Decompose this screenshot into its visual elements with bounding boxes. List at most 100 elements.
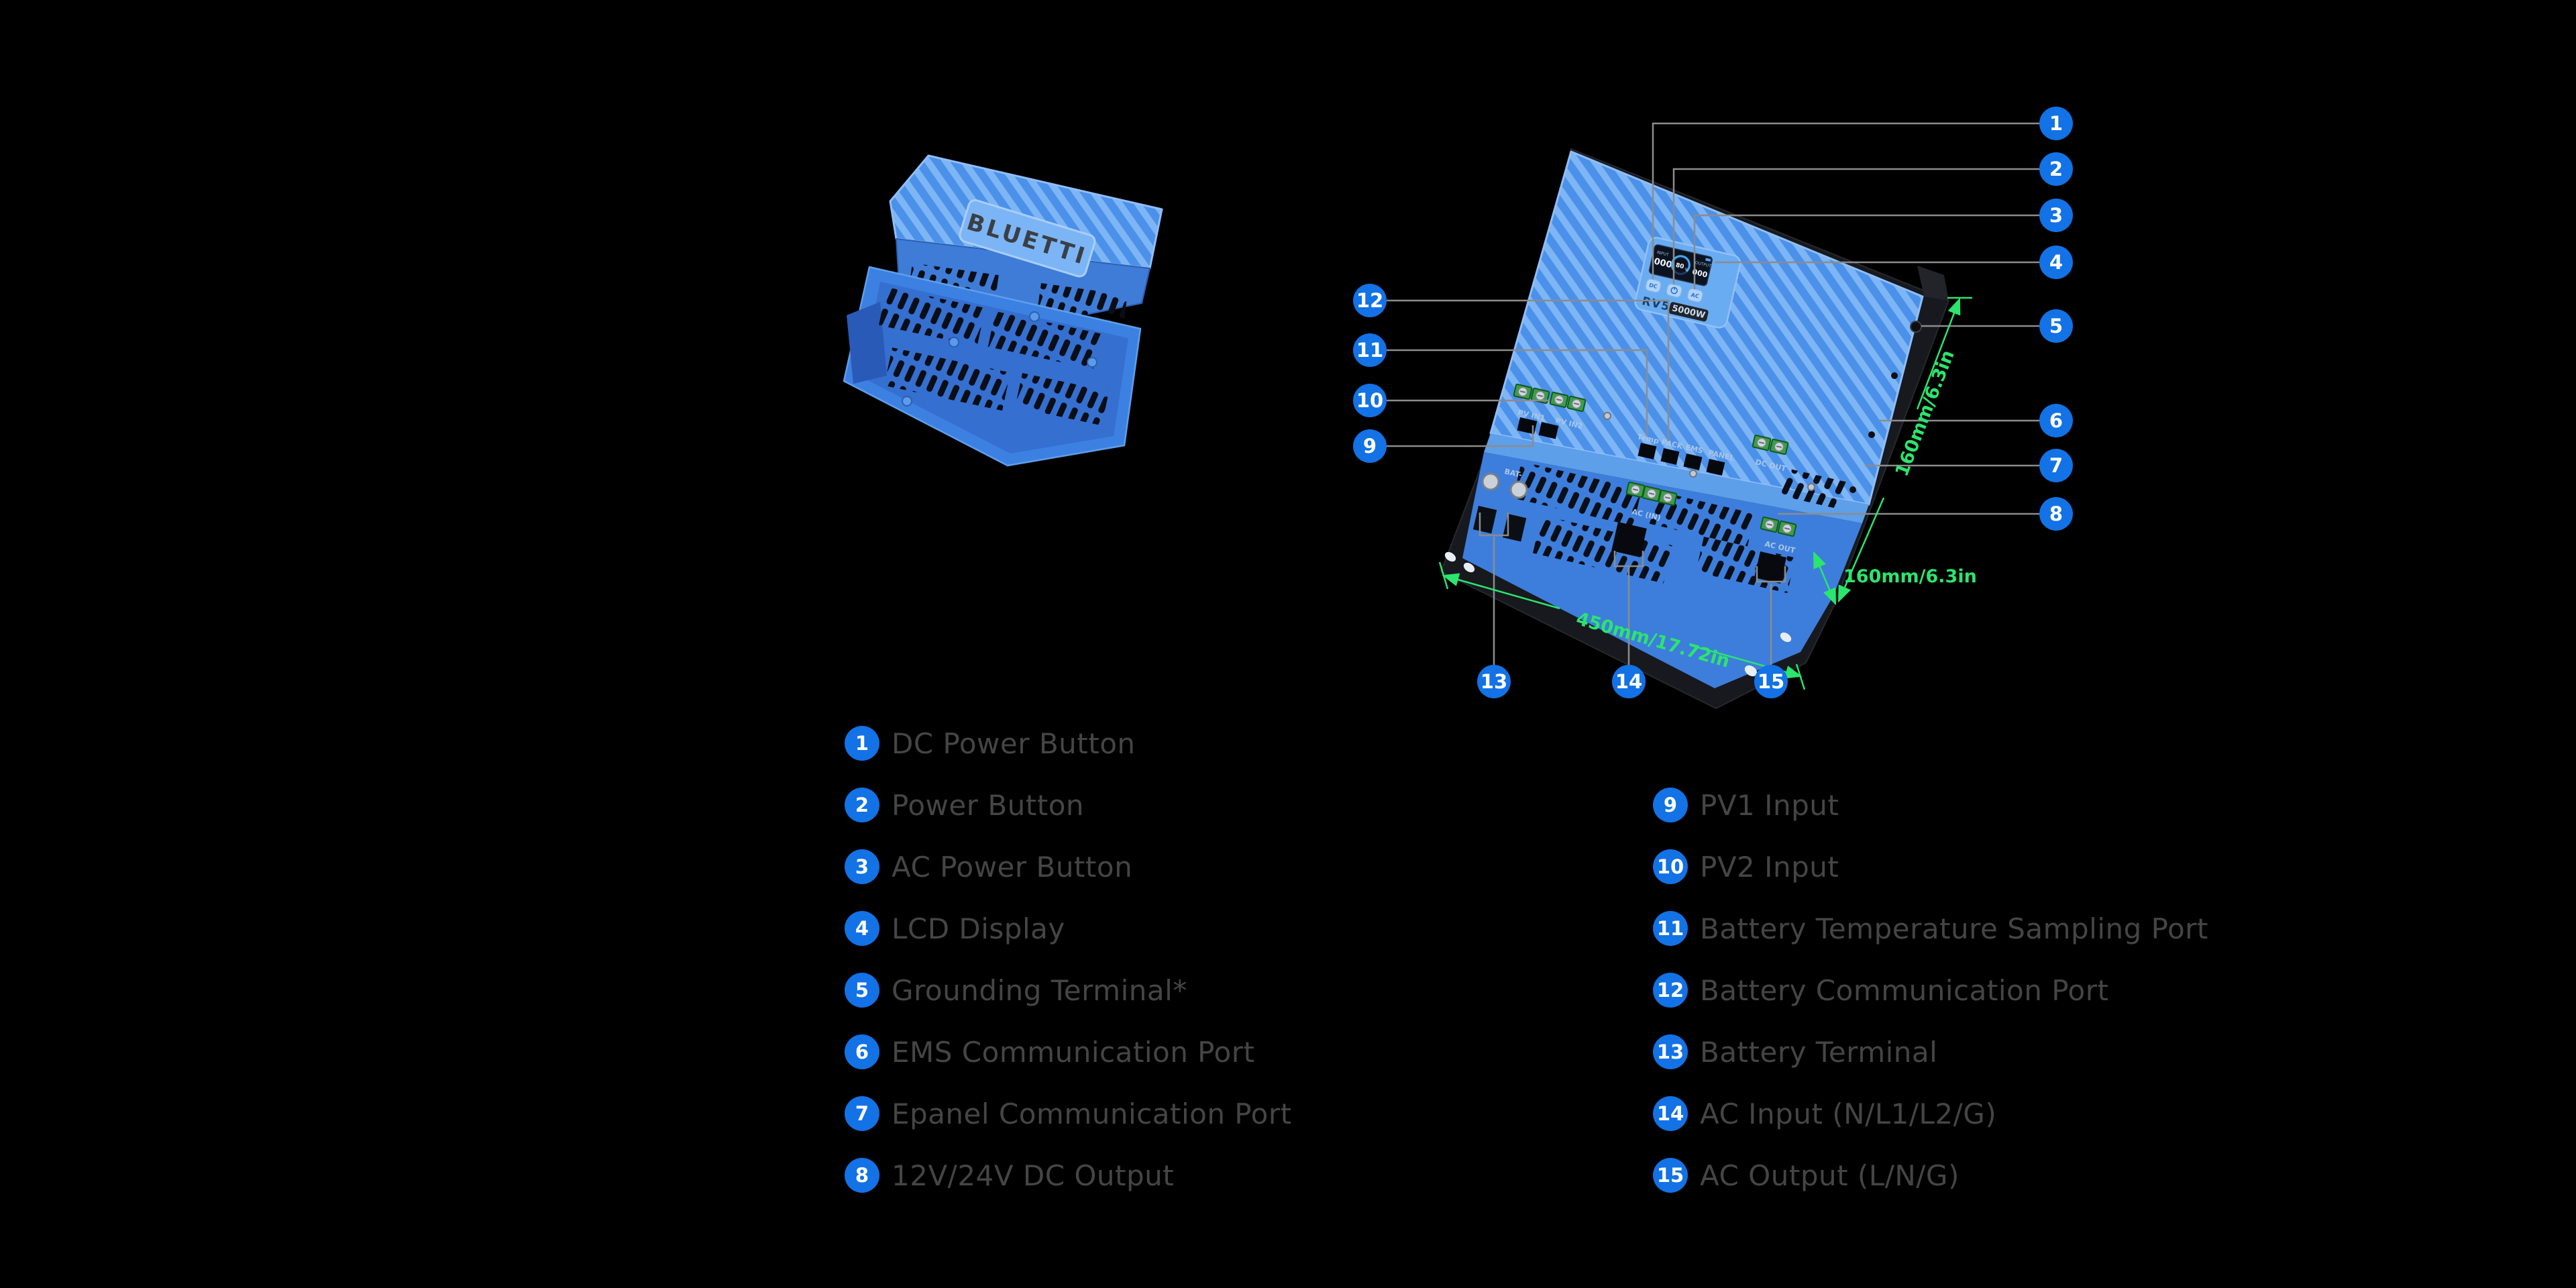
legend-item: 6 EMS Communication Port (845, 1034, 1292, 1069)
lcd-output-value: 000 (1691, 268, 1709, 280)
exploded-cover: BLUETTI (889, 154, 1163, 335)
callout-badge: 11 (1353, 333, 1387, 367)
legend-item: 10 PV2 Input (1653, 849, 2208, 884)
callout-number: 10 (1356, 389, 1384, 412)
callout-number: 1 (2049, 112, 2063, 135)
legend-number-badge: 10 (1653, 849, 1688, 884)
callout-badge: 1 (2039, 107, 2073, 140)
callout-badge: 2 (2039, 152, 2073, 186)
legend-label: Battery Temperature Sampling Port (1700, 912, 2208, 945)
legend-item: 15 AC Output (L/N/G) (1653, 1158, 2208, 1193)
dc-power-button (1645, 278, 1662, 293)
callout-badge: 7 (2039, 449, 2073, 482)
legend-number-badge: 9 (1653, 788, 1688, 822)
legend-label: LCD Display (892, 912, 1065, 945)
bat-neg-label: BAT- (1503, 467, 1523, 480)
control-panel: INPUT 000 80 % OUTPUT 000 DC AC (1634, 237, 1741, 329)
callout-number: 6 (2049, 409, 2063, 432)
legend-label: Battery Communication Port (1700, 973, 2109, 1007)
main-power-button (1666, 283, 1682, 298)
callout-badge: 15 (1754, 665, 1788, 698)
legend-number-badge: 7 (845, 1096, 879, 1131)
legend-label: PV1 Input (1700, 788, 1839, 822)
legend-number-badge: 1 (845, 726, 879, 761)
legend-label: PV2 Input (1700, 850, 1839, 883)
callout-number: 11 (1356, 339, 1384, 362)
callout-number: 15 (1757, 670, 1785, 693)
legend-number-badge: 6 (845, 1034, 879, 1069)
legend-item: 4 LCD Display (845, 911, 1292, 946)
lcd-input-label: INPUT (1656, 250, 1669, 258)
legend-number-badge: 12 (1653, 973, 1688, 1008)
callout-badge: 3 (2039, 199, 2073, 232)
depth-dimension-label: 160mm/6.3in (1843, 566, 1977, 587)
ems-port-label: EMS (1684, 443, 1704, 455)
legend-number-badge: 3 (845, 849, 879, 884)
callout-number: 14 (1615, 670, 1643, 693)
legend-item: 8 12V/24V DC Output (845, 1158, 1292, 1193)
legend-item: 5 Grounding Terminal* (845, 973, 1292, 1008)
power-icon (1670, 286, 1678, 294)
legend-label: Grounding Terminal* (892, 973, 1187, 1007)
lcd-battery-icon (1705, 258, 1711, 262)
legend-item: 14 AC Input (N/L1/L2/G) (1653, 1096, 2208, 1131)
callout-badge: 9 (1353, 429, 1387, 463)
ac-power-button (1686, 288, 1704, 303)
legend-item: 12 Battery Communication Port (1653, 973, 2208, 1008)
legend-label: Battery Terminal (1700, 1035, 1938, 1069)
lcd-input-value: 000 (1653, 256, 1673, 270)
callout-number: 3 (2049, 204, 2063, 227)
callout-number: 5 (2049, 315, 2063, 337)
callout-number: 4 (2049, 251, 2063, 274)
legend-number-badge: 8 (845, 1158, 879, 1193)
callout-number: 2 (2049, 158, 2063, 180)
legend-item: 3 AC Power Button (845, 849, 1292, 884)
pv-input-terminals: PV IN1 PV IN2 (1513, 383, 1587, 439)
lcd-soc-value: 80 (1675, 262, 1684, 271)
callout-number: 9 (1362, 435, 1377, 458)
legend-label: AC Output (L/N/G) (1700, 1159, 1960, 1192)
callout-badge: 6 (2039, 404, 2073, 437)
callout-number: 13 (1480, 670, 1508, 693)
callout-number: 12 (1356, 289, 1384, 312)
callout-badge: 8 (2039, 497, 2073, 531)
exploded-chassis (843, 266, 1142, 467)
callout-number: 8 (2049, 502, 2063, 525)
lcd-soc-unit: % (1684, 268, 1688, 272)
legend-label: AC Input (N/L1/L2/G) (1700, 1097, 1997, 1130)
callout-badge: 4 (2039, 246, 2073, 279)
legend-label: 12V/24V DC Output (892, 1159, 1175, 1192)
legend-number-badge: 5 (845, 973, 879, 1008)
leader-lines (1387, 122, 2039, 665)
legend-item: 9 PV1 Input (1653, 788, 2208, 822)
legend-item: 2 Power Button (845, 788, 1292, 822)
legend-number-badge: 2 (845, 788, 879, 822)
legend-number-badge: 13 (1653, 1034, 1688, 1069)
dc-button-label: DC (1648, 282, 1658, 290)
power-rating-badge (1668, 302, 1709, 322)
callout-badge: 13 (1477, 665, 1511, 698)
legend-number-badge: 11 (1653, 911, 1688, 946)
legend-item: 1 DC Power Button (845, 726, 1292, 761)
exploded-unit: BLUETTI (843, 154, 1163, 467)
callout-badge: 5 (2039, 309, 2073, 343)
legend-label: DC Power Button (892, 727, 1136, 760)
legend-number-badge: 14 (1653, 1096, 1688, 1131)
ac-button-label: AC (1690, 292, 1700, 300)
battery-terminal: BAT- (1472, 467, 1528, 542)
legend-number-badge: 15 (1653, 1158, 1688, 1193)
legend-label: Power Button (892, 788, 1085, 822)
callout-number: 7 (2049, 454, 2063, 477)
legend-number-badge: 4 (845, 911, 879, 946)
legend-item: 11 Battery Temperature Sampling Port (1653, 911, 2208, 946)
legend-label: Epanel Communication Port (892, 1097, 1292, 1130)
legend-label: AC Power Button (892, 850, 1133, 883)
legend-item: 7 Epanel Communication Port (845, 1096, 1292, 1131)
callout-badge: 10 (1353, 384, 1387, 417)
grounding-screw (1910, 321, 1922, 333)
callout-badge: 14 (1612, 665, 1646, 698)
legend-left-column: 1 DC Power Button 2 Power Button 3 AC Po… (845, 726, 1292, 1220)
legend-right-column: 9 PV1 Input 10 PV2 Input 11 Battery Temp… (1653, 788, 2208, 1220)
